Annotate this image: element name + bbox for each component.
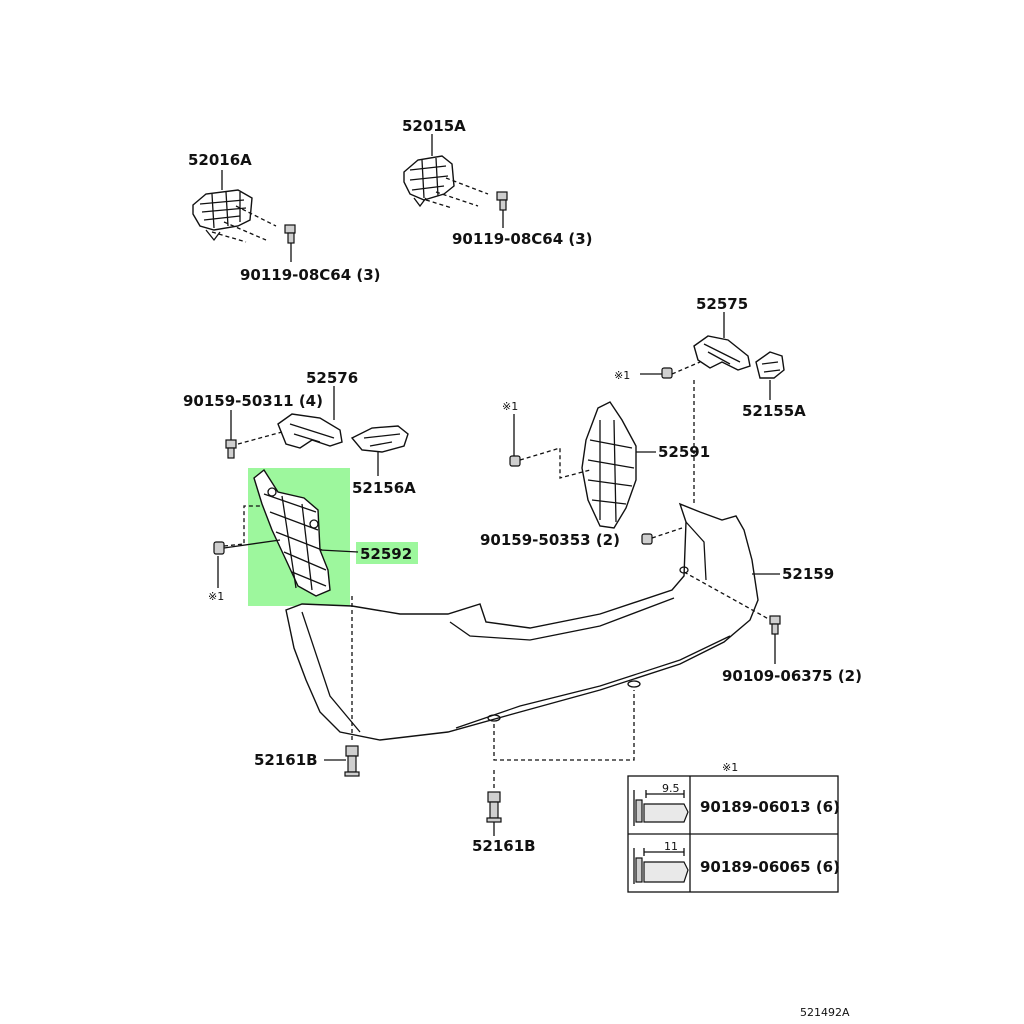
legend-size-row-2: 11 xyxy=(664,840,678,853)
label-note-table: ※1 xyxy=(722,761,738,774)
part-52592[interactable] xyxy=(253,468,331,597)
label-52015A: 52015A xyxy=(402,117,466,135)
legend-part-row-1: 90189-06013 (6) xyxy=(700,798,840,816)
part-52016A[interactable] xyxy=(192,189,253,242)
legend-table: 9.5 90189-06013 (6) 11 90189-06065 (6) xyxy=(627,775,840,893)
label-90109-06375: 90109-06375 (2) xyxy=(722,667,862,685)
legend-size-row-1: 9.5 xyxy=(662,782,680,795)
bolt-90159-50311[interactable] xyxy=(225,439,237,459)
label-90159-50311: 90159-50311 (4) xyxy=(183,392,323,410)
bolt-90109-06375[interactable] xyxy=(769,615,781,635)
label-52575: 52575 xyxy=(696,295,748,313)
part-52159[interactable] xyxy=(285,502,759,741)
label-52592: 52592 xyxy=(360,545,412,563)
legend-part-row-2: 90189-06065 (6) xyxy=(700,858,840,876)
part-52015A[interactable] xyxy=(403,155,455,208)
clip-note-52591[interactable] xyxy=(509,455,521,467)
part-52155A[interactable] xyxy=(755,351,785,379)
label-52576: 52576 xyxy=(306,369,358,387)
clip-52161B-bottom[interactable] xyxy=(486,791,502,823)
bolt-90119-08C64-left[interactable] xyxy=(284,224,296,244)
label-52016A: 52016A xyxy=(188,151,252,169)
label-52155A: 52155A xyxy=(742,402,806,420)
label-90119-08C64-left: 90119-08C64 (3) xyxy=(240,266,381,284)
label-52161B-left: 52161B xyxy=(254,751,318,769)
bolt-90159-50353[interactable] xyxy=(641,533,653,545)
part-52575[interactable] xyxy=(693,335,751,371)
label-note-52591: ※1 xyxy=(502,400,518,413)
label-52591: 52591 xyxy=(658,443,710,461)
clip-icon-row-2 xyxy=(633,848,689,884)
clip-note-52592[interactable] xyxy=(213,541,225,555)
label-52156A: 52156A xyxy=(352,479,416,497)
clip-52161B-left[interactable] xyxy=(344,745,360,777)
label-52161B-bottom: 52161B xyxy=(472,837,536,855)
part-52591[interactable] xyxy=(581,401,637,529)
label-note-52592: ※1 xyxy=(208,590,224,603)
highlight-label-52592 xyxy=(356,542,418,564)
part-52156A[interactable] xyxy=(350,425,409,453)
label-52159: 52159 xyxy=(782,565,834,583)
bolt-90119-08C64-right[interactable] xyxy=(496,191,508,211)
part-52576[interactable] xyxy=(277,413,343,449)
clip-note-top-right[interactable] xyxy=(661,367,673,379)
diagram-reference-code: 521492A xyxy=(800,1006,850,1019)
label-90119-08C64-right: 90119-08C64 (3) xyxy=(452,230,593,248)
clip-icon-row-1 xyxy=(633,790,689,826)
label-note-top-right: ※1 xyxy=(614,369,630,382)
label-90159-50353: 90159-50353 (2) xyxy=(480,531,620,549)
